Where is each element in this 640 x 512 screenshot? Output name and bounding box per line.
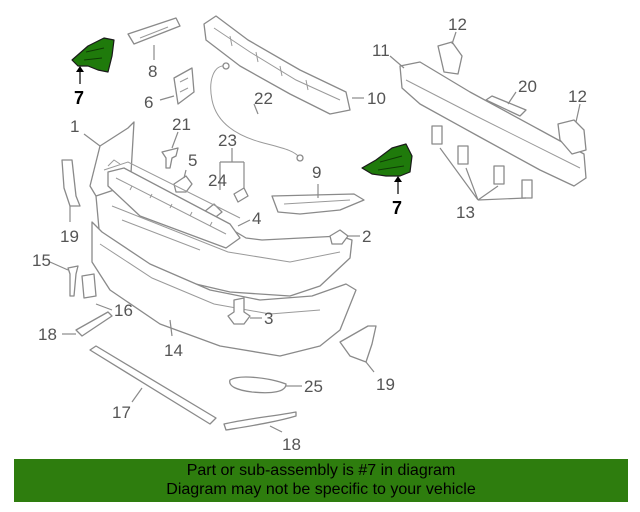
callout-9: 9 [312, 163, 321, 182]
callout-3: 3 [264, 309, 273, 328]
banner-line-1: Part or sub-assembly is #7 in diagram [186, 462, 456, 479]
part-8 [127, 17, 181, 45]
part-15 [67, 265, 79, 297]
part-19-left [61, 159, 81, 207]
part-7-left [71, 37, 115, 73]
callout-20: 20 [518, 77, 537, 96]
part-3 [227, 297, 251, 325]
callout-15: 15 [32, 251, 51, 270]
parts-diagram: 8 10 6 7 22 21 5 23 [32, 15, 587, 454]
part-2 [329, 229, 349, 245]
part-12-right [557, 119, 587, 155]
info-banner: Part or sub-assembly is #7 in diagram Di… [14, 459, 628, 502]
part-12-top [437, 41, 463, 75]
part-18-right [223, 411, 297, 431]
part-18-left [75, 311, 113, 337]
part-4 [107, 167, 241, 249]
callout-24: 24 [208, 171, 227, 190]
part-13 [431, 125, 533, 199]
callout-8: 8 [148, 62, 157, 81]
callout-18-right: 18 [282, 435, 301, 454]
part-21 [161, 147, 179, 169]
callout-12-top: 12 [448, 15, 467, 34]
part-19-right [339, 325, 377, 363]
callout-18-left: 18 [38, 325, 57, 344]
part-7-right [361, 143, 413, 177]
callout-17: 17 [112, 403, 131, 422]
callout-7-left: 7 [74, 88, 84, 108]
callout-7-right: 7 [392, 198, 402, 218]
callout-14: 14 [164, 341, 183, 360]
callout-13: 13 [456, 203, 475, 222]
part-10 [203, 15, 351, 115]
callout-22: 22 [254, 89, 273, 108]
callout-19-left: 19 [60, 227, 79, 246]
callout-16: 16 [114, 301, 133, 320]
callout-12-right: 12 [568, 87, 587, 106]
banner-line-2: Diagram may not be specific to your vehi… [166, 481, 476, 498]
part-7-left-shape [71, 37, 115, 73]
callout-11: 11 [372, 41, 390, 60]
part-14 [91, 221, 357, 357]
part-11 [399, 61, 587, 187]
callout-6: 6 [144, 93, 153, 112]
part-16 [81, 273, 97, 299]
callout-5: 5 [188, 151, 197, 170]
part-17 [89, 345, 217, 425]
callout-21: 21 [172, 115, 191, 134]
callout-23: 23 [218, 131, 237, 150]
callout-2: 2 [362, 227, 371, 246]
callout-25: 25 [304, 377, 323, 396]
part-9 [271, 193, 365, 215]
part-20 [485, 95, 527, 117]
callout-4: 4 [252, 209, 261, 228]
part-6 [173, 67, 195, 105]
callout-1: 1 [70, 117, 79, 136]
callout-10: 10 [367, 89, 386, 108]
part-25 [229, 376, 287, 394]
part-22 [210, 62, 304, 162]
callout-19-right: 19 [376, 375, 395, 394]
